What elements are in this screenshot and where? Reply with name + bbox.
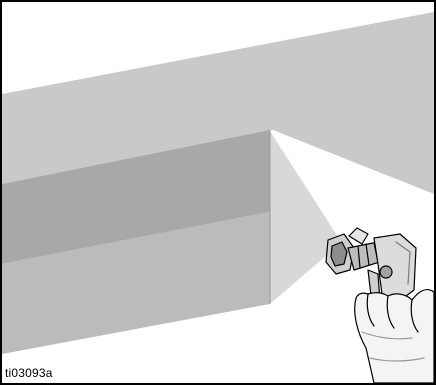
- spray-fan: [270, 130, 342, 304]
- gloved-hand: [355, 290, 434, 383]
- figure-caption: ti03093a: [5, 366, 53, 380]
